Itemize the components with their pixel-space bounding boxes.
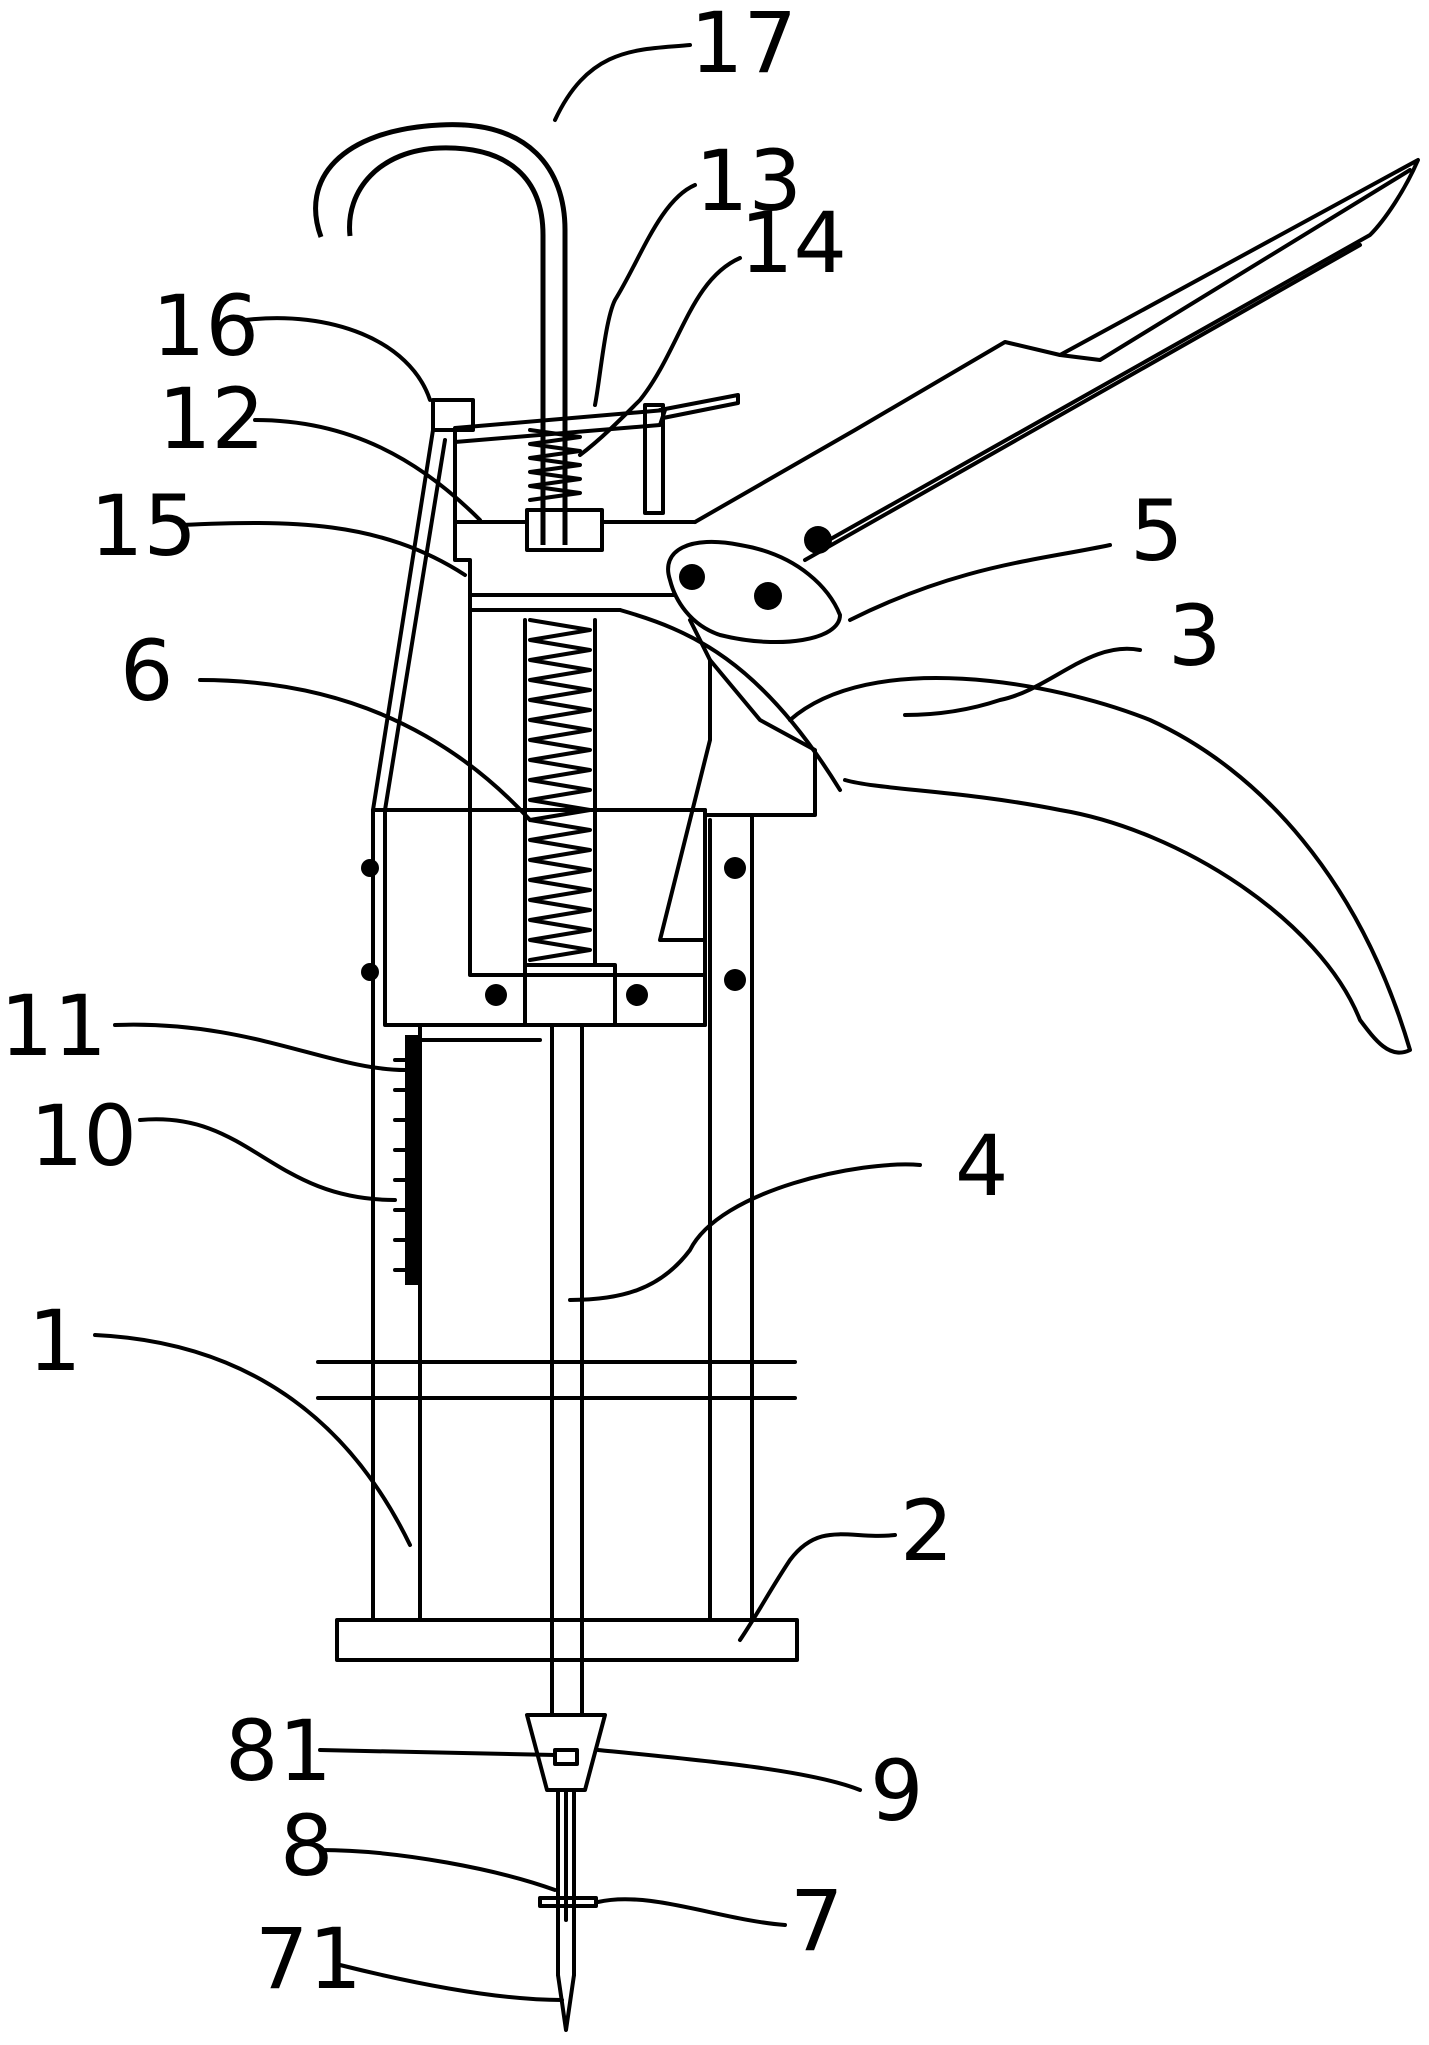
label-3: 3 xyxy=(1168,587,1221,685)
trigger-handle xyxy=(790,678,1410,1053)
label-4: 4 xyxy=(955,1117,1008,1215)
label-9: 9 xyxy=(870,1742,923,1840)
hook-inner xyxy=(350,148,543,545)
label-14: 14 xyxy=(740,194,847,292)
label-16: 16 xyxy=(152,277,259,375)
spring-13 xyxy=(530,430,580,500)
label-8: 8 xyxy=(280,1797,333,1895)
needle-tip-71 xyxy=(558,1975,574,2030)
label-5: 5 xyxy=(1130,482,1183,580)
base-plate-2 xyxy=(337,1620,797,1660)
label-1: 1 xyxy=(28,1292,81,1390)
label-6: 6 xyxy=(120,622,173,720)
scale-10 xyxy=(405,1035,419,1285)
part-81 xyxy=(555,1750,577,1764)
label-10: 10 xyxy=(30,1087,137,1185)
label-15: 15 xyxy=(90,477,197,575)
label-71: 71 xyxy=(255,1910,362,2008)
nozzle-9 xyxy=(527,1715,605,1790)
hook xyxy=(316,125,565,545)
trigger-lever-3 xyxy=(705,660,815,815)
label-17: 17 xyxy=(690,0,797,92)
housing-left-wall xyxy=(373,430,445,810)
label-11: 11 xyxy=(0,977,107,1075)
part-14-lever xyxy=(660,395,738,418)
label-12: 12 xyxy=(158,370,265,468)
spring-6 xyxy=(530,620,590,960)
label-7: 7 xyxy=(790,1872,843,1970)
part-12-plate xyxy=(455,410,665,442)
label-2: 2 xyxy=(900,1482,953,1580)
label-81: 81 xyxy=(225,1702,332,1800)
